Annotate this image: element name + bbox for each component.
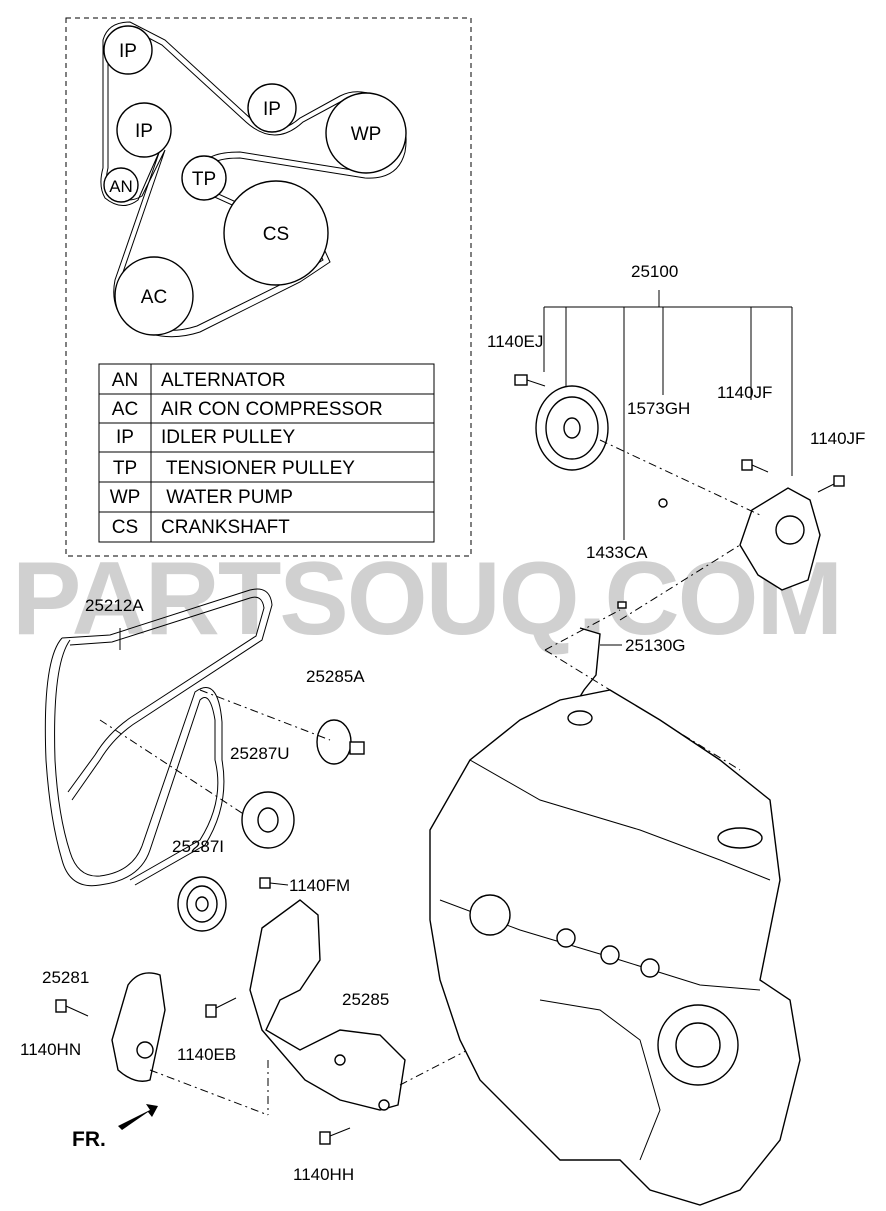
part-label-1140fm: 1140FM: [289, 876, 350, 895]
part-label-25281: 25281: [42, 968, 89, 987]
part-label-1140eb: 1140EB: [177, 1045, 236, 1064]
bolt-1140hn: [55, 999, 89, 1017]
auto-tensioner-25281: [111, 972, 269, 1116]
drive-belt-25212a: [44, 588, 273, 887]
idler-pulley-25287u: [99, 719, 295, 849]
pulley-label-ip1: IP: [119, 41, 137, 62]
part-label-25100: 25100: [631, 262, 678, 281]
water-pump-impeller: [775, 515, 805, 545]
engine-block: [429, 689, 801, 1206]
alternator-pulley: [103, 167, 139, 203]
o-ring-1433ca: [617, 601, 627, 609]
legend-code: AC: [112, 399, 138, 420]
front-direction-indicator: FR.: [72, 1104, 158, 1151]
air-con-compressor-pulley: [114, 256, 194, 336]
bolt-1140fm: [259, 877, 289, 889]
legend-code: TP: [113, 458, 137, 479]
pulley-label-ac: AC: [141, 287, 167, 308]
legend-code: WP: [110, 487, 141, 508]
bolt-1140hh: [319, 1127, 351, 1145]
inset-border: [65, 17, 472, 557]
gasket-25130g: [577, 627, 601, 701]
front-arrow-icon: [118, 1104, 158, 1130]
bracket-25285: [249, 899, 406, 1111]
belt-routing-inset: IP IP IP WP AN TP CS AC AN ALTERNATOR AC…: [65, 17, 472, 557]
legend-name: IDLER PULLEY: [161, 427, 295, 448]
idler-pulley-center: [247, 83, 297, 133]
bolt-1140ej: [514, 374, 528, 386]
bolt-1140jf-right: [833, 475, 845, 487]
crankshaft-pulley: [223, 180, 329, 286]
pulley-label-wp: WP: [351, 124, 382, 145]
part-label-1573gh: 1573GH: [627, 399, 690, 418]
water-pump-pulley: [325, 92, 407, 174]
bolt-1140jf-left: [741, 459, 753, 471]
idler-pulley-25285a: [199, 689, 365, 765]
part-label-25287i: 25287I: [172, 837, 224, 856]
water-pump-group: [514, 290, 845, 771]
part-label-25212a: 25212A: [85, 596, 144, 615]
part-label-1140jf-a: 1140JF: [717, 383, 772, 402]
legend-code: AN: [112, 370, 138, 391]
part-label-1140ej: 1140EJ: [487, 332, 543, 351]
legend-table: AN ALTERNATOR AC AIR CON COMPRESSOR IP I…: [98, 363, 435, 543]
part-label-25285a: 25285A: [306, 667, 365, 686]
water-pump-pulley-hub: [563, 417, 581, 439]
part-label-1433ca: 1433CA: [586, 543, 648, 562]
fr-label: FR.: [72, 1128, 106, 1151]
bolt-1140eb: [205, 997, 237, 1018]
legend-name: TENSIONER PULLEY: [161, 458, 355, 479]
part-label-25285: 25285: [342, 990, 389, 1009]
part-label-1140hn: 1140HN: [20, 1040, 81, 1059]
legend-name: AIR CON COMPRESSOR: [161, 399, 383, 420]
idler-pulley-25287i: [177, 876, 227, 932]
part-label-1140jf-b: 1140JF: [810, 429, 865, 448]
legend-name: ALTERNATOR: [161, 370, 286, 391]
pulley-label-tp: TP: [192, 169, 216, 190]
legend-code: CS: [112, 517, 138, 538]
pulley-label-ip3: IP: [263, 99, 281, 120]
pulley-label-ip2: IP: [135, 121, 153, 142]
pulley-label-an: AN: [109, 177, 133, 196]
part-labels: 25100 1140EJ 1573GH 1140JF 1140JF 1433CA…: [20, 262, 865, 1184]
idler-pulley-left: [116, 102, 172, 158]
legend-name: CRANKSHAFT: [161, 517, 290, 538]
idler-pulley-top: [103, 25, 153, 75]
legend-code: IP: [116, 427, 134, 448]
legend-name: WATER PUMP: [161, 487, 293, 508]
gasket-1573gh: [658, 498, 668, 508]
pulley-label-cs: CS: [263, 224, 289, 245]
tensioner-pulley: [181, 155, 227, 201]
part-label-1140hh: 1140HH: [293, 1165, 354, 1184]
part-label-25287u: 25287U: [230, 744, 290, 763]
part-label-25130g: 25130G: [625, 636, 686, 655]
watermark: PARTSOUQ.COM: [12, 541, 841, 657]
